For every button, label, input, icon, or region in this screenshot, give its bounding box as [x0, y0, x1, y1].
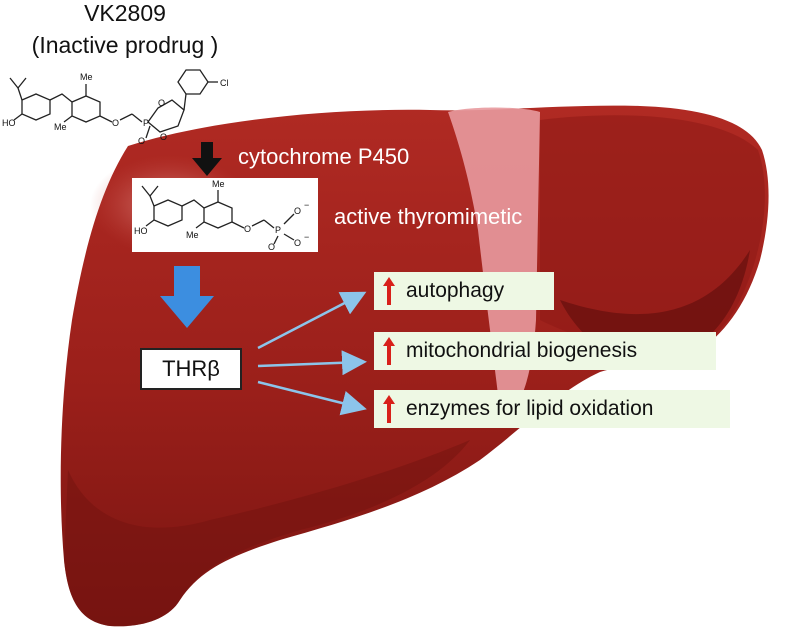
- effect-lipid-oxidation: enzymes for lipid oxidation: [374, 390, 730, 428]
- activation-arrow: [160, 266, 214, 328]
- active-structure-box: HO Me Me O P O O O − −: [132, 178, 318, 252]
- prodrug-atom-me-bottom: Me: [54, 122, 67, 132]
- active-atom-o-top: O: [294, 206, 301, 216]
- prodrug-structure: HO Me Me O P O O O Cl: [2, 69, 229, 146]
- product-label: active thyromimetic: [334, 204, 523, 229]
- active-atom-o-bottom: O: [268, 242, 275, 252]
- prodrug-atom-o-ether: O: [112, 118, 119, 128]
- active-atom-me-top: Me: [212, 179, 225, 189]
- effect-label: enzymes for lipid oxidation: [406, 397, 654, 420]
- active-charge-1: −: [304, 200, 309, 210]
- prodrug-atom-o-ring2: O: [160, 132, 167, 142]
- active-structure: HO Me Me O P O O O − −: [134, 179, 309, 252]
- prodrug-atom-p: P: [143, 118, 149, 128]
- liver-lower-rim: [64, 440, 470, 627]
- prodrug-atom-ho: HO: [2, 118, 16, 128]
- active-atom-o-ether: O: [244, 224, 251, 234]
- effect-label: autophagy: [406, 279, 505, 302]
- prodrug-atom-cl: Cl: [220, 78, 229, 88]
- active-atom-ho: HO: [134, 226, 148, 236]
- prodrug-atom-o-ring1: O: [158, 98, 165, 108]
- effect-label: mitochondrial biogenesis: [406, 339, 638, 362]
- up-arrow-icon: [383, 277, 395, 305]
- effect-mitochondrial-biogenesis: mitochondrial biogenesis: [374, 332, 716, 370]
- enzyme-label: cytochrome P450: [238, 144, 410, 169]
- receptor-box: THRβ: [140, 348, 242, 390]
- effect-autophagy: autophagy: [374, 272, 554, 310]
- receptor-label: THRβ: [162, 356, 220, 381]
- active-charge-2: −: [304, 232, 309, 242]
- up-arrow-icon: [383, 395, 395, 423]
- active-atom-p: P: [275, 225, 281, 235]
- up-arrow-icon: [383, 337, 395, 365]
- drug-descriptor: (Inactive prodrug ): [31, 32, 219, 58]
- active-atom-me-bottom: Me: [186, 230, 199, 240]
- prodrug-atom-o-oxo: O: [138, 136, 145, 146]
- gallbladder-band: [448, 107, 540, 395]
- drug-name: VK2809: [84, 0, 166, 26]
- prodrug-atom-me-top: Me: [80, 72, 93, 82]
- active-atom-o-right: O: [294, 238, 301, 248]
- metabolism-arrow: [192, 142, 222, 176]
